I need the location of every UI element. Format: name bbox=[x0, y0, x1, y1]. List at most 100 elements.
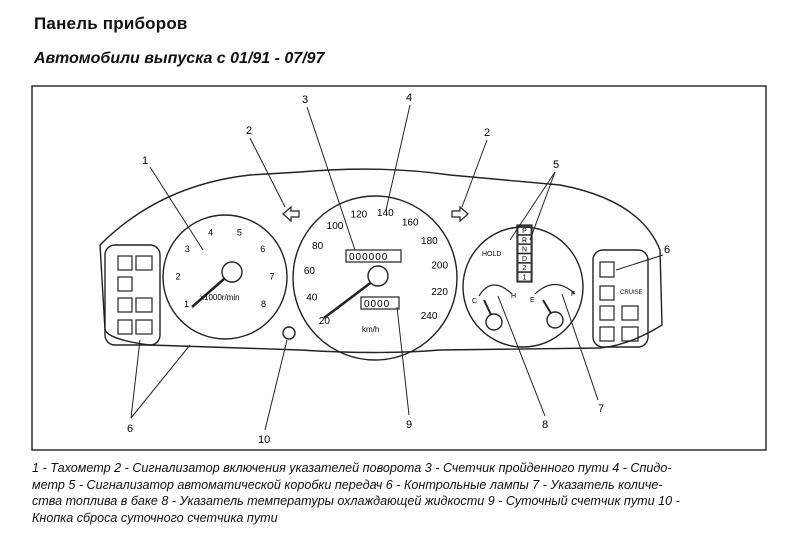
temperature-hot-label: H bbox=[511, 293, 516, 300]
temperature-cold-label: C bbox=[472, 298, 477, 305]
speed-tick-120: 120 bbox=[351, 209, 368, 220]
speed-tick-240: 240 bbox=[421, 311, 438, 322]
right-turn-signal-icon bbox=[451, 205, 469, 223]
warning-lamp bbox=[117, 255, 133, 271]
trip-odometer-digits: 0000 bbox=[364, 299, 390, 310]
tachometer-tick-labels: 1 2 3 4 5 6 7 8 bbox=[175, 227, 274, 309]
callout-10: 10 bbox=[258, 434, 270, 446]
temperature-hub bbox=[485, 313, 503, 331]
left-turn-signal-icon bbox=[282, 205, 300, 223]
tachometer: 1 2 3 4 5 6 7 8 x1000r/min bbox=[162, 214, 288, 340]
tach-tick-1: 1 bbox=[184, 299, 189, 309]
tach-tick-4: 4 bbox=[208, 227, 213, 237]
tach-tick-2: 2 bbox=[175, 271, 180, 281]
speedometer-hub bbox=[367, 265, 389, 287]
fuel-full-label: F bbox=[571, 291, 575, 298]
warning-lamp bbox=[117, 319, 133, 335]
gear-position-N: N bbox=[522, 247, 527, 254]
callout-numbers: 1 2 3 4 2 5 6 6 10 9 8 7 bbox=[127, 92, 670, 446]
odometer-digits: 000000 bbox=[349, 252, 388, 263]
gear-position-P: P bbox=[522, 228, 527, 235]
speed-tick-200: 200 bbox=[431, 260, 448, 271]
gearbox-hold-label: HOLD bbox=[482, 251, 501, 258]
trip-reset-button[interactable] bbox=[282, 326, 296, 340]
callout-3: 3 bbox=[302, 94, 308, 106]
warning-lamp bbox=[621, 305, 639, 321]
gear-position-box bbox=[517, 244, 532, 254]
speed-tick-140: 140 bbox=[377, 208, 394, 219]
speed-tick-180: 180 bbox=[421, 236, 438, 247]
speed-tick-100: 100 bbox=[327, 221, 344, 232]
speedometer-needle bbox=[323, 277, 378, 319]
speed-tick-60: 60 bbox=[304, 266, 316, 277]
cruise-label: CRUISE bbox=[620, 290, 643, 296]
callout-4: 4 bbox=[406, 92, 412, 104]
left-warning-lights bbox=[104, 244, 161, 346]
trip-odometer-window bbox=[360, 296, 400, 310]
gear-position-box bbox=[517, 253, 532, 263]
tach-tick-5: 5 bbox=[237, 227, 242, 237]
tachometer-unit-label: x1000r/min bbox=[200, 293, 240, 302]
page-subtitle: Автомобили выпуска с 01/91 - 07/97 bbox=[34, 50, 325, 67]
gear-position-box bbox=[517, 272, 532, 282]
gear-position-box bbox=[517, 225, 532, 235]
callout-lines bbox=[130, 104, 664, 431]
caption-line: 1 - Тахометр 2 - Сигнализатор включения … bbox=[32, 461, 672, 475]
dashboard-outline bbox=[99, 168, 663, 354]
warning-lamp bbox=[599, 285, 615, 301]
callout-2-right: 2 bbox=[484, 127, 490, 139]
speed-tick-20: 20 bbox=[319, 316, 331, 327]
gear-position-1: 1 bbox=[523, 275, 527, 282]
gearbox-indicator bbox=[516, 224, 533, 283]
warning-lamp bbox=[621, 326, 639, 342]
warning-lamp bbox=[599, 326, 615, 342]
callout-6-right: 6 bbox=[664, 244, 670, 256]
callout-1: 1 bbox=[142, 155, 148, 167]
speed-tick-160: 160 bbox=[402, 218, 419, 229]
callout-9: 9 bbox=[406, 419, 412, 431]
caption-line: ства топлива в баке 8 - Указатель темпер… bbox=[32, 494, 680, 508]
callout-7: 7 bbox=[598, 403, 604, 415]
tach-tick-6: 6 bbox=[260, 244, 265, 254]
gear-position-box bbox=[517, 262, 532, 273]
warning-lamp bbox=[117, 297, 133, 313]
speedometer-unit-label: km/h bbox=[362, 325, 379, 334]
warning-lamp bbox=[135, 297, 153, 313]
gear-position-D: D bbox=[522, 256, 527, 263]
page-title: Панель приборов bbox=[34, 14, 188, 33]
warning-lamp bbox=[135, 255, 153, 271]
callout-2-left: 2 bbox=[246, 125, 252, 137]
caption: 1 - Тахометр 2 - Сигнализатор включения … bbox=[32, 460, 772, 526]
tach-tick-3: 3 bbox=[185, 244, 190, 254]
odometer-window bbox=[345, 249, 402, 263]
warning-lamp bbox=[599, 305, 615, 321]
callout-6-left: 6 bbox=[127, 423, 133, 435]
temperature-gauge-arc bbox=[478, 284, 513, 297]
tach-tick-7: 7 bbox=[269, 271, 274, 281]
speed-tick-80: 80 bbox=[312, 241, 324, 252]
right-warning-lights: CRUISE bbox=[592, 249, 649, 348]
speed-tick-40: 40 bbox=[306, 292, 318, 303]
callout-8: 8 bbox=[542, 419, 548, 431]
gear-position-R: R bbox=[522, 237, 527, 244]
speed-tick-220: 220 bbox=[431, 287, 448, 298]
fuel-empty-label: E bbox=[530, 297, 535, 304]
callout-5: 5 bbox=[553, 159, 559, 171]
fuel-gauge-arc bbox=[534, 283, 576, 295]
warning-lamp bbox=[599, 261, 615, 278]
caption-line: метр 5 - Сигнализатор автоматической кор… bbox=[32, 477, 663, 492]
tach-tick-8: 8 bbox=[261, 299, 266, 309]
warning-lamp bbox=[135, 319, 153, 335]
fuel-hub bbox=[546, 311, 564, 329]
gear-position-2: 2 bbox=[523, 265, 527, 272]
gear-position-box bbox=[517, 234, 532, 245]
tachometer-hub bbox=[221, 261, 243, 283]
diagram-frame bbox=[31, 85, 767, 451]
caption-line: Кнопка сброса суточного счетчика пути bbox=[32, 510, 278, 525]
warning-lamp bbox=[117, 276, 133, 292]
